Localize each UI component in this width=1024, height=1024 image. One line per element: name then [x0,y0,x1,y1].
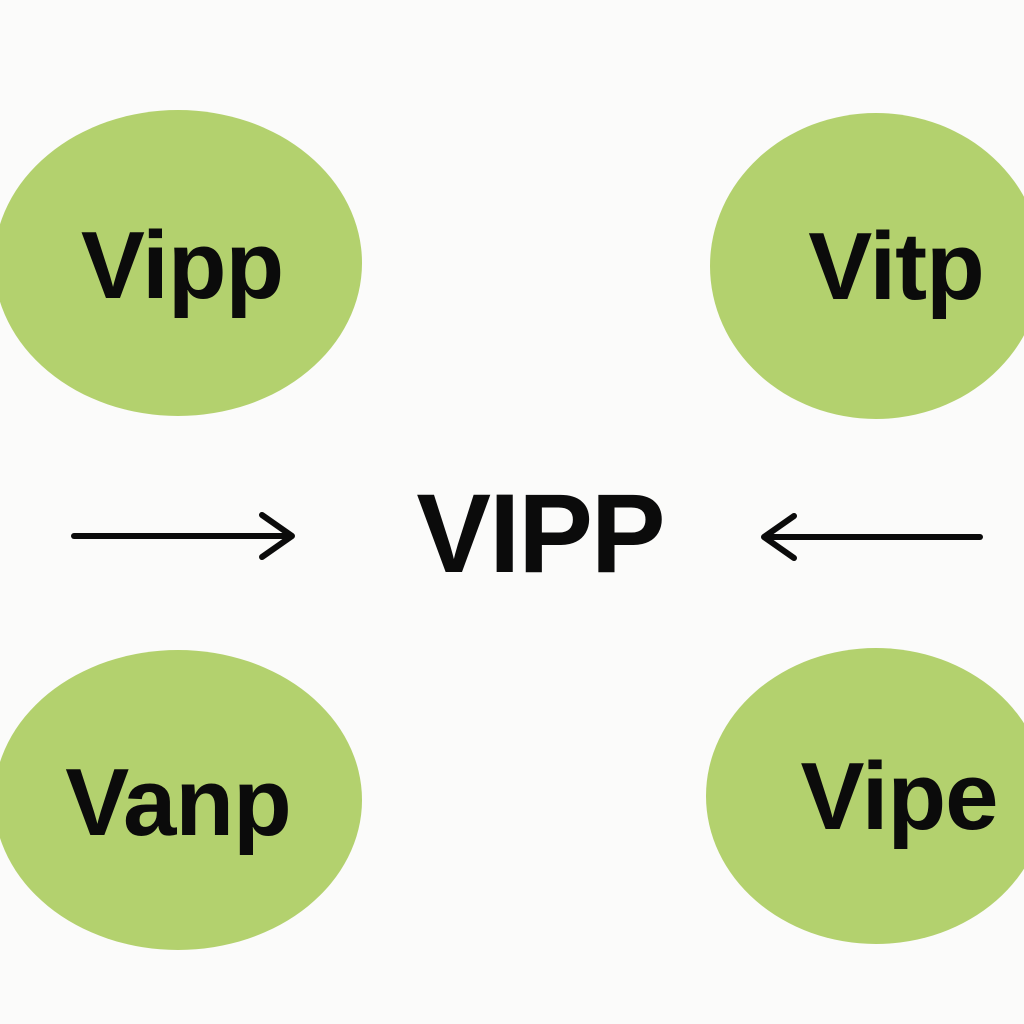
node-top-right: Vitp [710,113,1024,419]
node-top-right-label: Vitp [808,213,985,320]
node-top-left: Vipp [0,110,362,416]
node-bottom-right-label: Vipe [800,743,999,850]
node-bottom-left-label: Vanp [65,749,291,856]
arrow-right-icon [71,512,295,560]
node-bottom-left: Vanp [0,650,362,950]
node-top-left-label: Vipp [80,212,284,319]
node-bottom-right: Vipe [706,648,1024,944]
center-label: VIPP [416,471,665,596]
arrow-left-icon [761,513,983,561]
